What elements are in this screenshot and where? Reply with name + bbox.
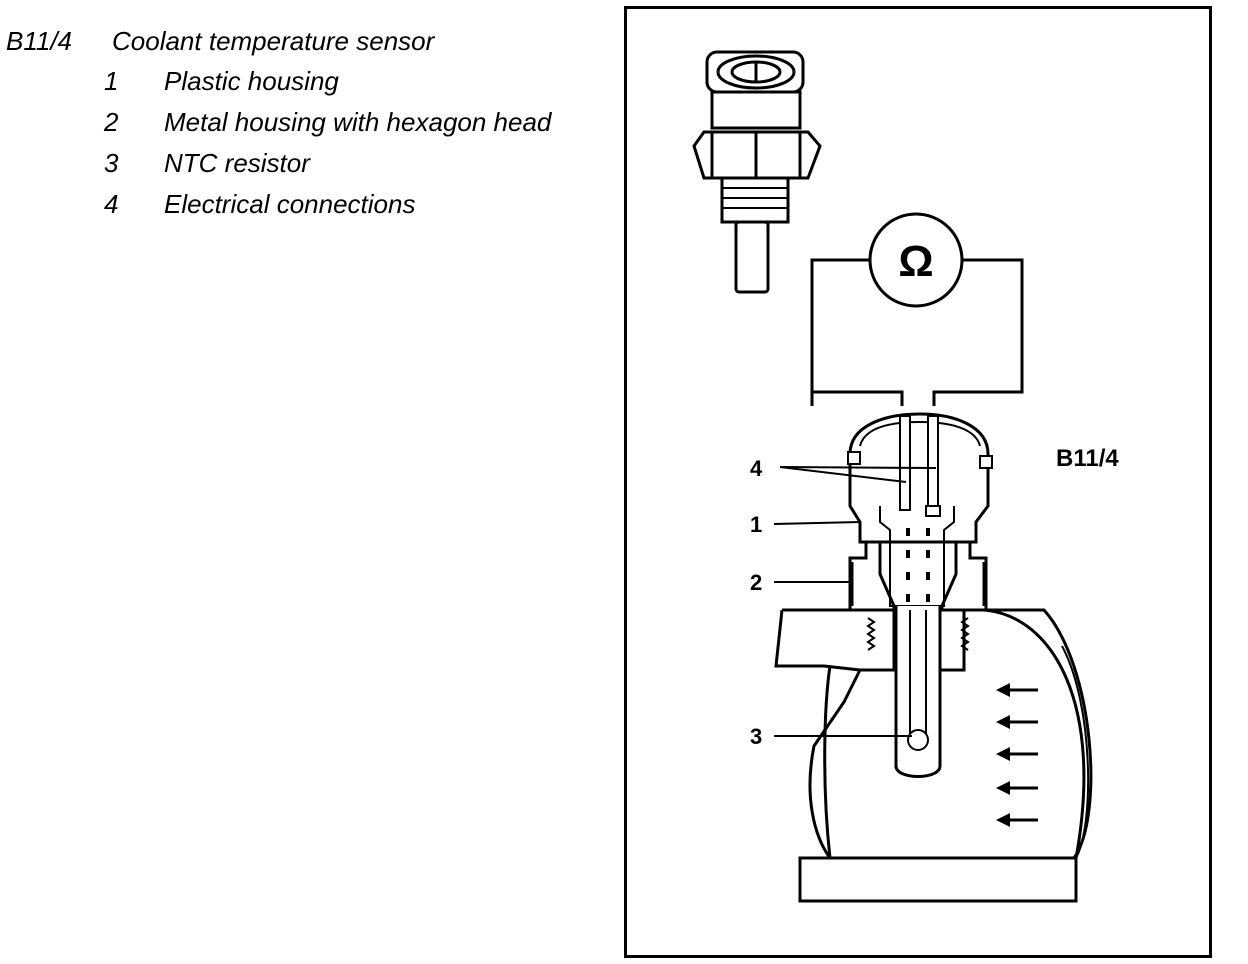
legend-item: 4 Electrical connections [0, 189, 620, 229]
sensor-figure: Ω [624, 6, 1212, 958]
legend-item-text: Plastic housing [164, 66, 339, 96]
callout-label-4: 4 [750, 456, 763, 481]
callout-lines [773, 466, 937, 737]
callout-label-1: 1 [750, 512, 762, 537]
ohm-symbol: Ω [898, 237, 933, 286]
legend-item: 1 Plastic housing [0, 66, 620, 106]
legend-item: 3 NTC resistor [0, 148, 620, 188]
legend-code: B11/4 [6, 26, 73, 56]
legend-item-number: 3 [104, 148, 119, 178]
coolant-flow-arrows [996, 683, 1038, 827]
legend-item-number: 4 [104, 189, 119, 219]
legend: B11/4 Coolant temperature sensor 1 Plast… [0, 0, 620, 240]
legend-item-text: NTC resistor [164, 148, 310, 178]
sensor-diagram: Ω [624, 6, 1212, 958]
figure-frame [624, 6, 1212, 958]
legend-item-text: Metal housing with hexagon head [164, 107, 552, 137]
figure-code: B11/4 [1056, 445, 1119, 472]
sensor-illustration [692, 50, 822, 294]
legend-item-text: Electrical connections [164, 189, 416, 219]
ohmmeter: Ω [810, 212, 1024, 406]
legend-title: Coolant temperature sensor [112, 26, 435, 56]
callout-label-2: 2 [750, 570, 762, 595]
legend-item-number: 1 [104, 66, 119, 96]
legend-item-number: 2 [104, 107, 119, 137]
callout-label-3: 3 [750, 724, 762, 749]
legend-item: 2 Metal housing with hexagon head [0, 107, 620, 147]
ohmmeter-dial [868, 212, 964, 308]
sensor-cross-section [847, 412, 993, 778]
